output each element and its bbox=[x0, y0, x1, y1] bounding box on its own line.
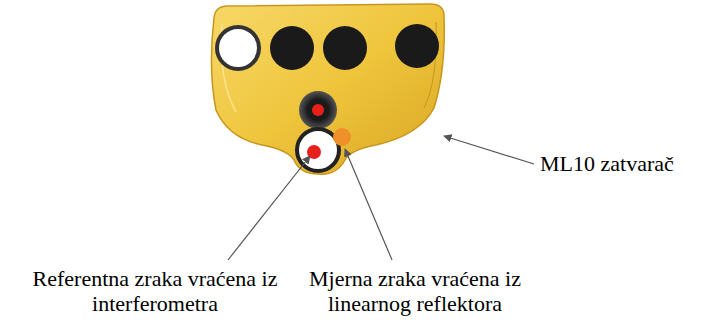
closed-aperture bbox=[395, 24, 439, 68]
beam-label: Mjerna zraka vraćena iz linearnog reflek… bbox=[290, 266, 540, 316]
leader-line bbox=[444, 136, 534, 164]
closed-aperture bbox=[323, 26, 367, 70]
leader-line bbox=[228, 156, 310, 260]
beam-aperture bbox=[299, 91, 337, 129]
open-aperture bbox=[217, 27, 259, 69]
shutter-body bbox=[211, 4, 444, 174]
leader-line bbox=[345, 149, 392, 260]
part-label: ML10 zatvarač bbox=[540, 151, 674, 176]
measurement-beam-dot bbox=[333, 128, 351, 146]
beam-label: Referentna zraka vraćena iz interferomet… bbox=[30, 266, 280, 316]
beam-dot bbox=[312, 104, 324, 116]
closed-aperture bbox=[270, 26, 314, 70]
